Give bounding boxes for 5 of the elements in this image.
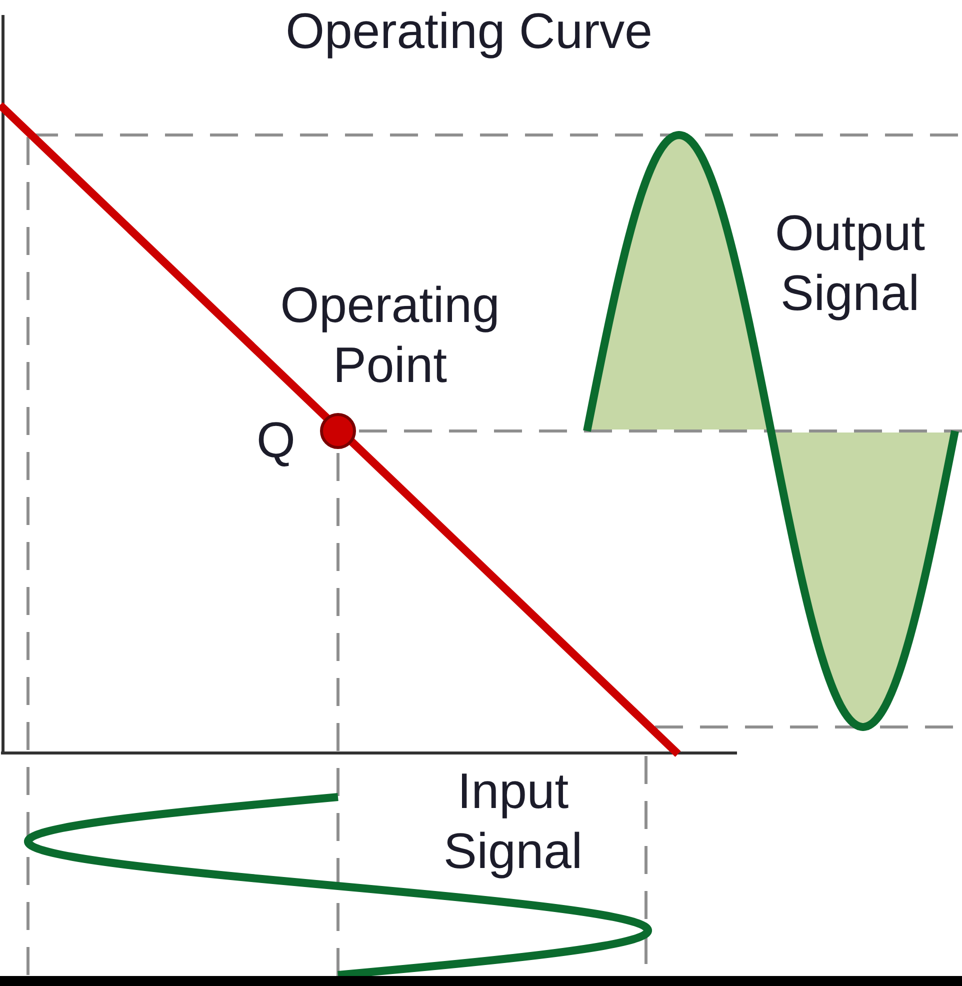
output-signal-label: Output Signal [774, 204, 926, 323]
operating-point-label: Operating Point [280, 276, 500, 395]
input-signal-label: Input Signal [444, 762, 582, 881]
q-point-label: Q [256, 411, 296, 470]
curve-label: Operating Curve [286, 2, 652, 61]
